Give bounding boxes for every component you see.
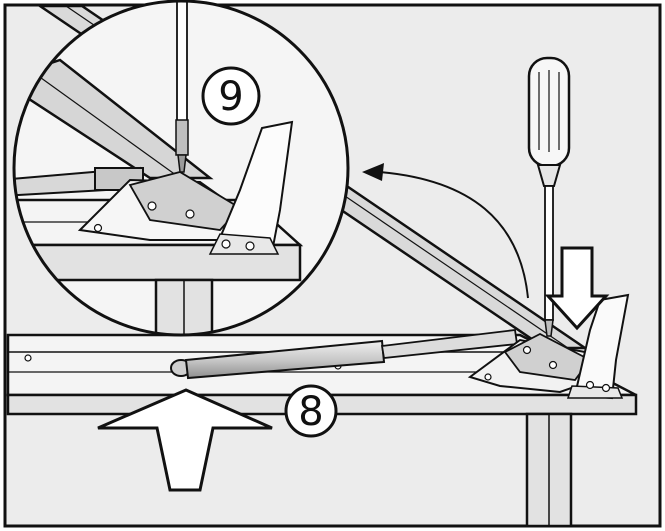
step-9-label: 9 [218,74,243,120]
support-leg [525,412,573,528]
screwdriver-icon [527,56,571,337]
step-8-label: 8 [298,389,323,435]
up-arrow-icon [97,388,273,492]
step-8-callout: 8 [284,384,338,438]
curved-arrow-icon [362,163,529,299]
hinge-mechanism [467,293,630,400]
magnified-view [12,0,350,337]
step-9-callout: 9 [201,66,261,126]
gas-strut [170,329,519,380]
down-arrow-icon [544,246,610,331]
